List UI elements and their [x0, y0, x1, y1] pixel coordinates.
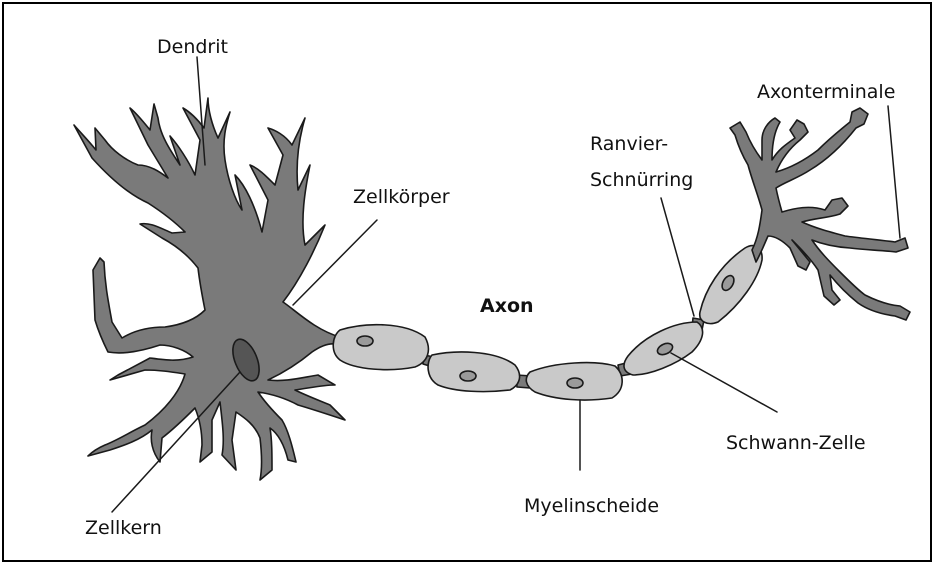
label-zellkern: Zellkern [85, 516, 162, 540]
label-axon: Axon [480, 294, 534, 318]
schwann-nucleus [460, 371, 476, 381]
schwann-nucleus [567, 378, 583, 388]
axon-terminal [730, 108, 910, 320]
label-schwann-zelle: Schwann-Zelle [726, 431, 866, 455]
label-dendrit: Dendrit [157, 35, 228, 59]
cell-body [74, 98, 345, 480]
leader-schwann [671, 353, 777, 412]
leader-axonterminale [888, 106, 900, 238]
label-ranvier-line2: Schnürring [590, 168, 693, 192]
myelin-segment [333, 325, 428, 370]
label-zellkoerper: Zellkörper [353, 185, 450, 209]
label-axonterminale: Axonterminale [757, 80, 895, 104]
schwann-nucleus [357, 336, 373, 346]
label-myelinscheide: Myelinscheide [524, 494, 659, 518]
leader-ranvier [661, 198, 694, 316]
label-ranvier-line1: Ranvier- [590, 132, 668, 156]
